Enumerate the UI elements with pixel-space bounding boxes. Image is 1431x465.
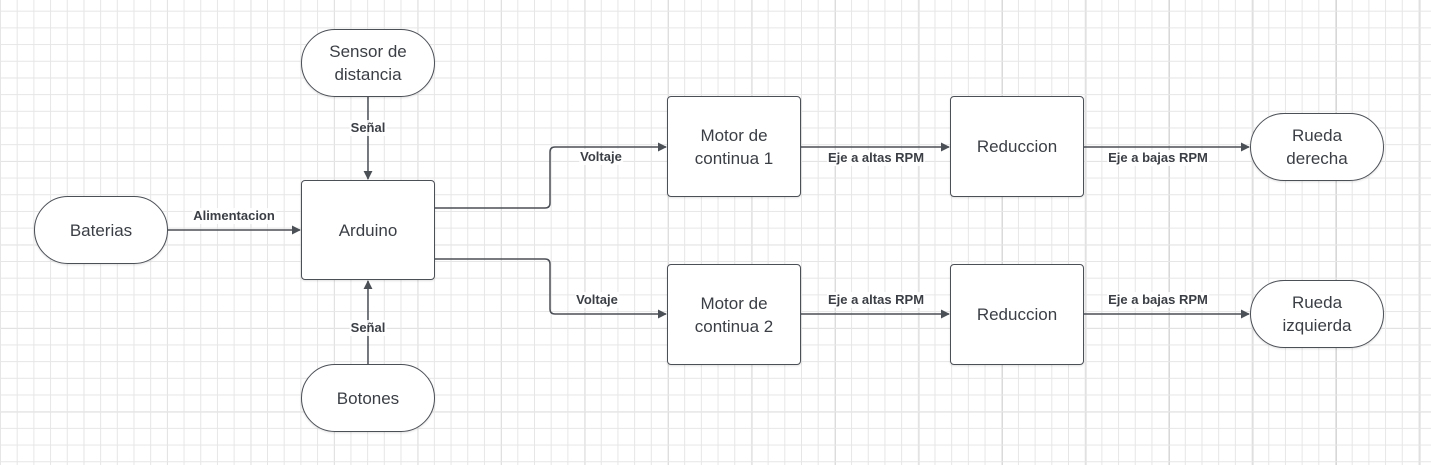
- node-label: Rueda izquierda: [1282, 293, 1352, 335]
- node-label: Rueda derecha: [1286, 126, 1348, 168]
- edge-label-voltaje-2: Voltaje: [575, 292, 619, 308]
- node-botones[interactable]: Botones: [301, 364, 435, 432]
- node-label: Motor de continua 2: [694, 293, 774, 336]
- edge-label-eje-bajas-2: Eje a bajas RPM: [1107, 292, 1209, 308]
- node-motor-de-continua-1[interactable]: Motor de continua 1: [667, 96, 801, 197]
- node-label: Reduccion: [976, 305, 1058, 324]
- node-reduccion-1[interactable]: Reduccion: [950, 96, 1084, 197]
- node-baterias[interactable]: Baterias: [34, 196, 168, 264]
- node-label: Baterias: [69, 220, 133, 240]
- node-rueda-izquierda[interactable]: Rueda izquierda: [1250, 280, 1384, 348]
- edge-arduino-motor1: [434, 142, 667, 209]
- node-arduino[interactable]: Arduino: [301, 180, 435, 280]
- node-rueda-derecha[interactable]: Rueda derecha: [1250, 113, 1384, 181]
- edge-label-alimentacion: Alimentacion: [192, 208, 276, 224]
- node-motor-de-continua-2[interactable]: Motor de continua 2: [667, 264, 801, 365]
- node-label: Sensor de distancia: [329, 42, 407, 84]
- edge-arduino-motor2: [434, 258, 667, 319]
- node-sensor-de-distancia[interactable]: Sensor de distancia: [301, 29, 435, 97]
- edge-label-eje-bajas-1: Eje a bajas RPM: [1107, 150, 1209, 166]
- node-label: Botones: [336, 388, 400, 408]
- edge-label-eje-altas-2: Eje a altas RPM: [826, 292, 926, 308]
- node-label: Motor de continua 1: [694, 125, 774, 168]
- edge-label-voltaje-1: Voltaje: [579, 149, 623, 165]
- edge-label-senal-sensor: Señal: [349, 120, 387, 136]
- node-label: Reduccion: [976, 137, 1058, 156]
- edge-label-eje-altas-1: Eje a altas RPM: [826, 150, 926, 166]
- edge-label-senal-botones: Señal: [349, 320, 387, 336]
- node-label: Arduino: [338, 220, 398, 240]
- node-reduccion-2[interactable]: Reduccion: [950, 264, 1084, 365]
